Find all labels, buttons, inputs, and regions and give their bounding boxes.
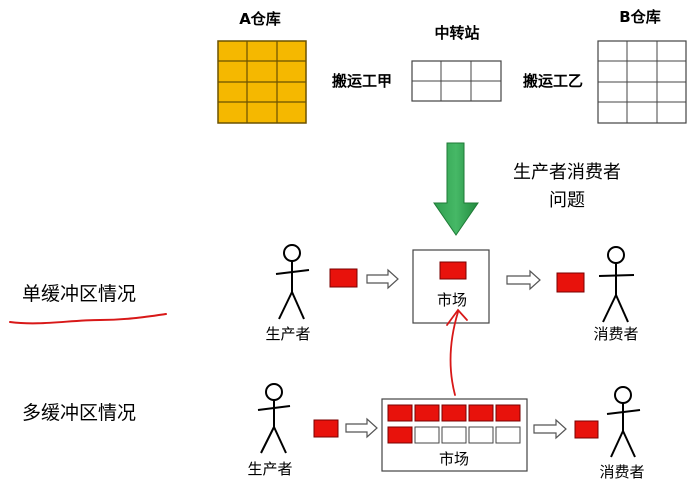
buffer-slot-filled bbox=[387, 426, 413, 444]
product-item bbox=[329, 268, 358, 288]
warehouse-a-label: A仓库 bbox=[239, 10, 281, 28]
single-market-box bbox=[412, 249, 490, 324]
multi-consumer-label: 消费者 bbox=[599, 463, 644, 481]
producer-figure-icon bbox=[275, 244, 310, 320]
consumer-figure-icon bbox=[606, 386, 641, 458]
single-producer-label: 生产者 bbox=[265, 325, 310, 343]
worker-b-label: 搬运工乙 bbox=[523, 72, 583, 90]
transfer-station-label: 中转站 bbox=[434, 24, 479, 42]
warehouse-a-grid bbox=[217, 40, 307, 124]
arrow-right-icon bbox=[533, 418, 567, 440]
buffer-slot-filled bbox=[441, 404, 467, 422]
arrow-right-icon bbox=[506, 269, 541, 291]
problem-label-line1: 生产者消费者 bbox=[513, 162, 621, 183]
transfer-station-grid bbox=[411, 60, 502, 102]
buffer-slot-filled bbox=[387, 404, 413, 422]
buffer-slot-empty bbox=[495, 426, 521, 444]
buffer-slot-filled bbox=[495, 404, 521, 422]
product-item bbox=[556, 272, 585, 293]
multi-producer-label: 生产者 bbox=[247, 460, 292, 478]
single-consumer-label: 消费者 bbox=[593, 325, 638, 343]
warehouse-b-label: B仓库 bbox=[619, 8, 660, 26]
multi-buffer-title: 多缓冲区情况 bbox=[22, 402, 136, 424]
buffer-slot-filled bbox=[468, 404, 494, 422]
product-item bbox=[313, 419, 339, 438]
multi-market-label: 市场 bbox=[439, 450, 469, 468]
single-market-label: 市场 bbox=[437, 291, 467, 309]
consumer-figure-icon bbox=[598, 246, 635, 323]
arrow-right-icon bbox=[345, 417, 378, 439]
warehouse-b-grid bbox=[597, 40, 687, 124]
down-arrow-icon bbox=[433, 142, 479, 236]
red-underline bbox=[9, 313, 167, 325]
problem-label-line2: 问题 bbox=[549, 190, 585, 211]
product-item bbox=[574, 420, 599, 439]
buffer-slot-empty bbox=[468, 426, 494, 444]
producer-figure-icon bbox=[257, 383, 291, 454]
multi-market-box bbox=[381, 398, 528, 472]
annotation-arrow-icon bbox=[446, 308, 468, 396]
arrow-right-icon bbox=[366, 268, 399, 290]
buffer-slot-filled bbox=[414, 404, 440, 422]
worker-a-label: 搬运工甲 bbox=[332, 72, 392, 90]
buffer-slot-empty bbox=[441, 426, 467, 444]
buffer-slot-empty bbox=[414, 426, 440, 444]
single-buffer-title: 单缓冲区情况 bbox=[22, 283, 136, 305]
